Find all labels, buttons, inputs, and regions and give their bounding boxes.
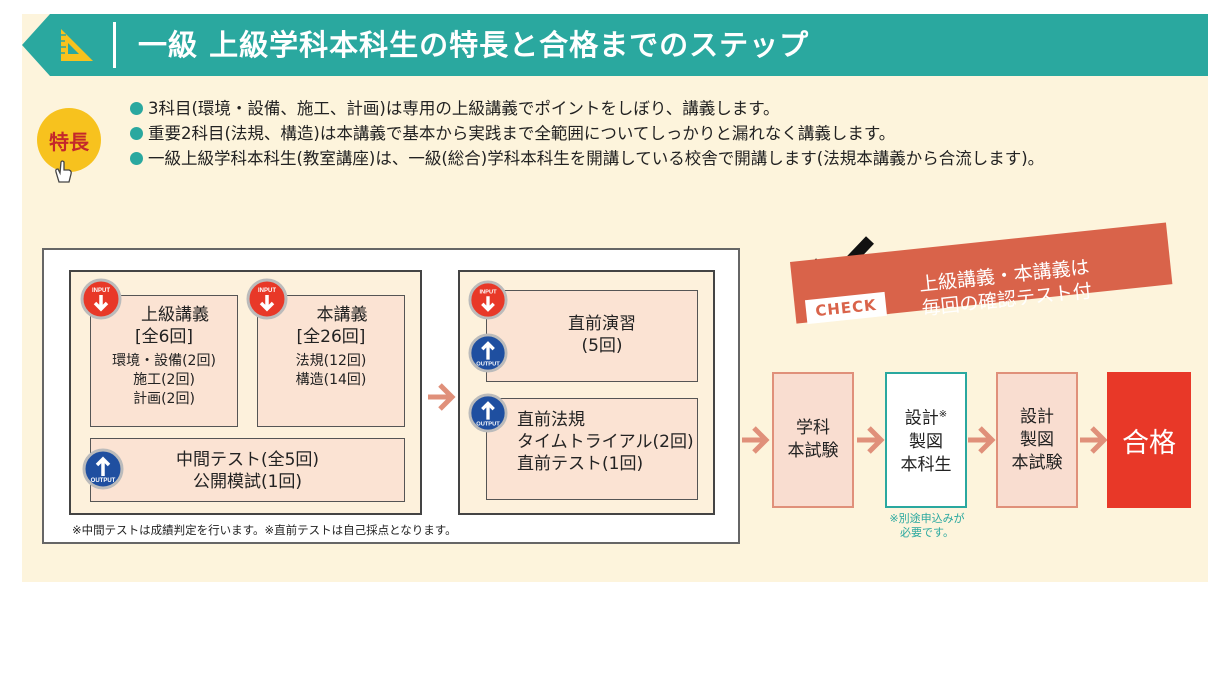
upper-lecture-title: 上級講義 — [141, 305, 209, 325]
svg-text:OUTPUT: OUTPUT — [476, 421, 500, 427]
goal-pass: 合格 — [1107, 372, 1191, 508]
midterm-box: 中間テスト(全5回) 公開模試(1回) — [90, 438, 405, 502]
ruler-triangle-icon — [61, 29, 93, 61]
svg-text:OUTPUT: OUTPUT — [91, 478, 116, 484]
feature-item: 一級上級学科本科生(教室講座)は、一級(総合)学科本科生を開講している校舎で開講… — [130, 146, 1200, 171]
main-lecture-title: 本講義 — [316, 305, 368, 325]
svg-text:OUTPUT: OUTPUT — [476, 361, 500, 367]
main-lecture-box: 本講義 [全26回] 法規(12回) 構造(14回) — [257, 295, 405, 427]
feature-list: 3科目(環境・設備、施工、計画)は専用の上級講義でポイントをしぼり、講義します。… — [130, 96, 1200, 171]
arrow-right-icon — [428, 383, 456, 411]
arrow-right-icon — [968, 426, 996, 454]
page-title: 一級 上級学科本科生の特長と合格までのステップ — [138, 28, 810, 62]
header-separator — [113, 22, 116, 68]
curriculum-note: ※中間テストは成績判定を行います。※直前テストは自己採点となります。 — [72, 523, 457, 537]
input-badge-icon: INPUT — [80, 278, 122, 320]
feature-item: 3科目(環境・設備、施工、計画)は専用の上級講義でポイントをしぼり、講義します。 — [130, 96, 1200, 121]
input-badge-icon: INPUT — [468, 280, 508, 320]
arrow-right-icon — [742, 426, 770, 454]
svg-text:INPUT: INPUT — [258, 288, 276, 294]
output-badge-icon: OUTPUT — [468, 333, 508, 373]
pre-exercise-box: 直前演習 (5回) — [486, 290, 698, 382]
pointing-hand-icon — [55, 160, 72, 183]
step-note: ※別途申込みが 必要です。 — [889, 512, 965, 539]
upper-lecture-count: [全6回] — [134, 327, 194, 347]
pre-law-box: 直前法規 タイムトライアル(2回) 直前テスト(1回) — [486, 398, 698, 500]
arrow-right-icon — [1080, 426, 1108, 454]
svg-text:INPUT: INPUT — [92, 288, 110, 294]
step-design-exam: 設計 製図 本試験 — [996, 372, 1078, 508]
feature-badge: 特長 — [33, 108, 109, 184]
feature-badge-label: 特長 — [49, 130, 89, 154]
input-badge-icon: INPUT — [246, 278, 288, 320]
arrow-right-icon — [857, 426, 885, 454]
output-badge-icon: OUTPUT — [468, 393, 508, 433]
svg-text:INPUT: INPUT — [479, 289, 497, 295]
header-bar — [22, 14, 1208, 76]
step-design-course: 設計※ 製図 本科生 — [885, 372, 967, 508]
main-lecture-count: [全26回] — [296, 327, 366, 347]
feature-item: 重要2科目(法規、構造)は本講義で基本から実践まで全範囲についてしっかりと漏れな… — [130, 121, 1200, 146]
step-academic-exam: 学科 本試験 — [772, 372, 854, 508]
upper-lecture-box: 上級講義 [全6回] 環境・設備(2回) 施工(2回) 計画(2回) — [90, 295, 238, 427]
output-badge-icon: OUTPUT — [82, 448, 124, 490]
